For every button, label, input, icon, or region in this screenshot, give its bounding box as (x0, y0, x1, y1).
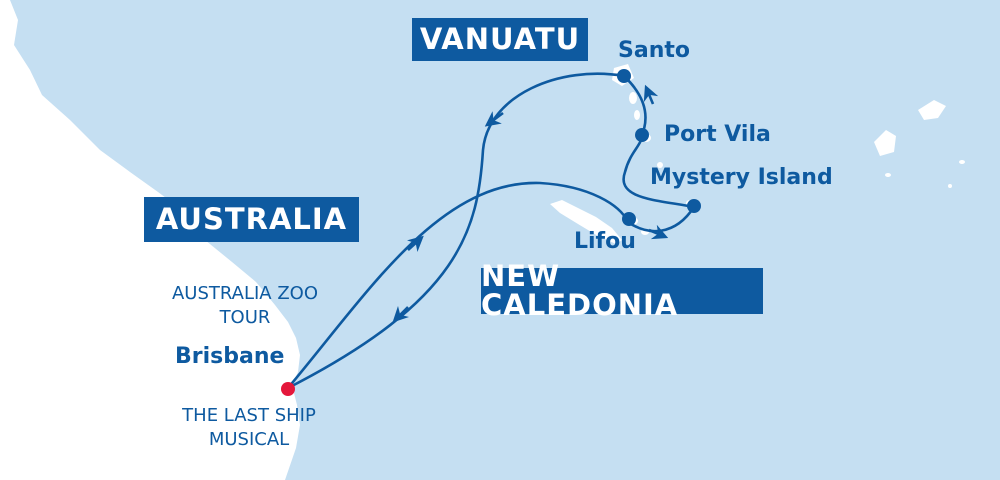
route-arrow (643, 84, 659, 105)
fiji-island (959, 160, 965, 164)
route-arrow (406, 235, 424, 253)
port-label-mystery-island: Mystery Island (650, 165, 833, 190)
note-line: MUSICAL (208, 429, 290, 450)
port-vila-port-marker[interactable] (635, 128, 649, 142)
vanuatu-island (657, 162, 663, 168)
note-line: AUSTRALIA ZOO (171, 283, 319, 304)
port-label-port-vila: Port Vila (664, 122, 771, 147)
fiji-island (885, 173, 891, 177)
fiji-island (918, 100, 946, 120)
port-label-brisbane: Brisbane (175, 344, 285, 369)
santo-port-marker[interactable] (617, 69, 631, 83)
region-label-vanuatu: VANUATU (412, 18, 588, 61)
mystery-island-port-marker[interactable] (687, 199, 701, 213)
route-arrows (392, 84, 669, 323)
port-label-santo: Santo (618, 38, 690, 63)
route-segment-mystery-island-to-port-vila (622, 134, 695, 209)
port-label-lifou: Lifou (574, 229, 636, 254)
excursion-note-last-ship-musical: THE LAST SHIP MUSICAL (156, 404, 342, 452)
lifou-port-marker[interactable] (622, 212, 636, 226)
region-label-australia: AUSTRALIA (144, 197, 359, 242)
vanuatu-island (629, 92, 637, 104)
route-arrow (484, 111, 504, 127)
excursion-note-australia-zoo: AUSTRALIA ZOO TOUR (146, 282, 344, 330)
route-arrow (648, 224, 669, 240)
fiji-island (948, 184, 952, 188)
brisbane-home-port-marker[interactable] (281, 382, 295, 396)
region-label-new-caledonia: NEW CALEDONIA (481, 262, 763, 320)
route-segment-brisbane-to-lifou (287, 181, 630, 389)
note-line: THE LAST SHIP (182, 405, 316, 426)
new-caledonia-island (550, 200, 622, 244)
route-segment-port-vila-to-santo (623, 75, 647, 136)
route-arrow (392, 305, 410, 323)
route-segment-lifou-to-mystery-island (627, 206, 696, 233)
fiji-island (874, 130, 896, 156)
vanuatu-island (634, 110, 640, 120)
note-line: TOUR (219, 307, 271, 328)
